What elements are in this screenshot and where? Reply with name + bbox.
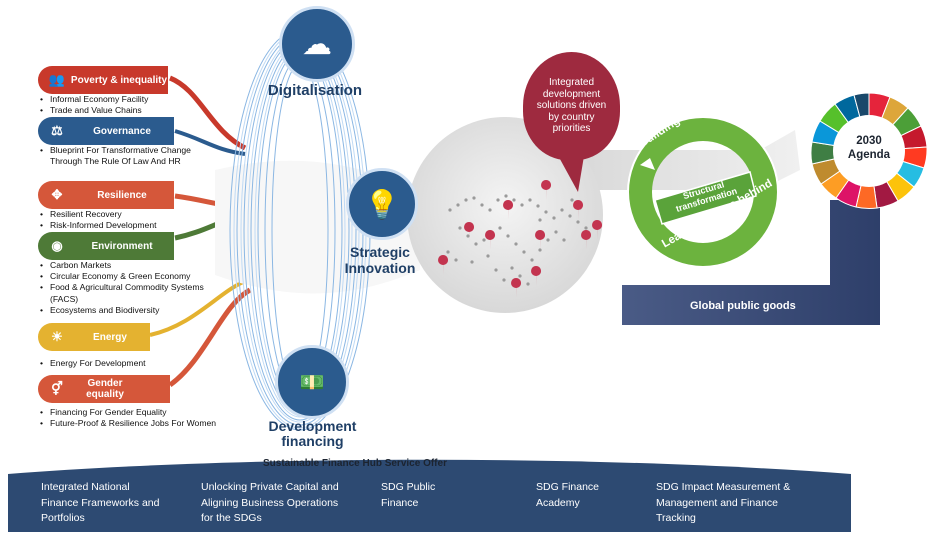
- resilience-bullets: Resilient Recovery Risk-Informed Develop…: [40, 209, 220, 232]
- tag-label: Governance: [93, 125, 151, 137]
- tag-label: Resilience: [97, 189, 147, 201]
- governance-bullets: Blueprint For Transformative Change Thro…: [40, 145, 200, 167]
- banknote-icon: 💵: [275, 345, 349, 419]
- pillar-digitalisation: Digitalisation: [267, 82, 363, 99]
- list-item: Financing For Gender Equality: [40, 407, 240, 418]
- list-item: Food & Agricultural Commodity Systems (F…: [40, 282, 210, 304]
- tag-governance: ⚖ Governance: [38, 117, 174, 145]
- list-item: Trade and Value Chains: [40, 105, 210, 116]
- tag-poverty: 👥 Poverty & inequality: [38, 66, 168, 94]
- pillar-strategic-innovation: Strategic Innovation: [344, 244, 416, 276]
- gender-bullets: Financing For Gender Equality Future-Pro…: [40, 407, 240, 430]
- sun-icon: ☀: [51, 329, 63, 344]
- globe-dots: [446, 194, 588, 286]
- service-item: SDG Impact Measurement & Management and …: [656, 481, 791, 524]
- tag-resilience: ✥ Resilience: [38, 181, 174, 209]
- list-item: Carbon Markets: [40, 260, 210, 271]
- service-item: Unlocking Private Capital and Aligning B…: [201, 481, 339, 524]
- pillar-development-financing: Development financing: [268, 418, 357, 449]
- service-item: Integrated National Finance Frameworks a…: [41, 481, 160, 524]
- list-item: Circular Economy & Green Economy: [40, 271, 210, 282]
- environment-bullets: Carbon Markets Circular Economy & Green …: [40, 260, 210, 316]
- global-public-goods-label: Global public goods: [690, 300, 796, 312]
- gavel-icon: ⚖: [51, 123, 63, 138]
- list-item: Ecosystems and Biodiversity: [40, 305, 210, 316]
- bubble-pointer: [555, 150, 585, 192]
- list-item: Blueprint For Transformative Change Thro…: [40, 145, 200, 167]
- tag-gender: ⚥ Gender equality: [38, 375, 170, 403]
- services-bar-top: [8, 459, 851, 474]
- list-item: Future-Proof & Resilience Jobs For Women: [40, 418, 240, 429]
- list-item: Risk-Informed Development: [40, 220, 220, 231]
- resilience-ring: [628, 117, 778, 267]
- tag-label: Gender equality: [86, 378, 124, 400]
- services-title: Sustainable Finance Hub Service Offer: [263, 458, 447, 469]
- structural-band: [654, 171, 757, 225]
- sdg-wheel: [810, 92, 927, 209]
- lightbulb-icon: 💡: [346, 168, 418, 240]
- people-group-icon: 👥: [48, 72, 66, 87]
- list-item: Informal Economy Facility: [40, 94, 210, 105]
- gpg-arrow: [622, 200, 880, 325]
- resilience-icon: ✥: [51, 187, 63, 202]
- ribbon-governance: [174, 129, 246, 156]
- eye-leaf-icon: ◉: [51, 238, 63, 253]
- tag-label: Energy: [93, 331, 127, 343]
- bubble-text: Integrated development solutions driven …: [536, 77, 607, 135]
- tag-label: Environment: [91, 240, 153, 252]
- agenda-label: 2030 Agenda: [847, 135, 891, 161]
- service-item: SDG Public Finance: [381, 481, 436, 509]
- poverty-bullets: Informal Economy Facility Trade and Valu…: [40, 94, 210, 117]
- globe-pins: [438, 180, 603, 298]
- services-bar: Integrated National Finance Frameworks a…: [8, 474, 851, 532]
- tag-energy: ☀ Energy: [38, 323, 150, 351]
- globe: [407, 117, 603, 313]
- list-item: Energy For Development: [40, 358, 210, 369]
- gender-icon: ⚥: [51, 381, 63, 396]
- tag-environment: ◉ Environment: [38, 232, 174, 260]
- energy-bullets: Energy For Development: [40, 358, 210, 369]
- cloud-wifi-icon: ☁: [279, 6, 355, 82]
- list-item: Resilient Recovery: [40, 209, 220, 220]
- country-priorities-bubble: Integrated development solutions driven …: [523, 52, 620, 160]
- tag-label: Poverty & inequality: [70, 74, 168, 86]
- service-item: SDG Finance Academy: [536, 481, 600, 509]
